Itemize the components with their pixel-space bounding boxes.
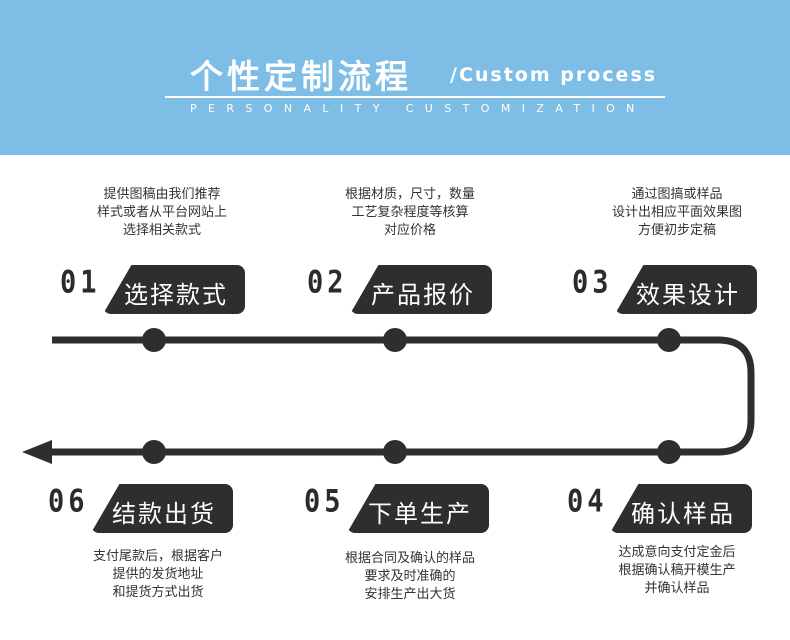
- step-2: 02 产品报价: [307, 265, 547, 315]
- step-4-description: 达成意向支付定金后 根据确认稿开模生产 并确认样品: [618, 545, 736, 596]
- step-4-tag: [610, 484, 752, 533]
- page-title-english: /Custom process: [450, 64, 658, 86]
- flow-node-3: [657, 328, 681, 352]
- step-1: 01 选择款式: [60, 265, 300, 315]
- step-5-number: 05: [304, 484, 345, 520]
- step-2-description: 根据材质，尺寸，数量 工艺复杂程度等核算 对应价格: [344, 187, 475, 238]
- step-1-label: 选择款式: [124, 281, 228, 309]
- flow-path: [40, 336, 755, 456]
- flow-node-6: [142, 440, 166, 464]
- step-6-description: 支付尾款后，根据客户 提供的发货地址 和提货方式出货: [92, 549, 223, 600]
- page-subtitle: PERSONALITY CUSTOMIZATION: [190, 102, 646, 115]
- flow-node-2: [383, 328, 407, 352]
- flow-node-4: [657, 440, 681, 464]
- step-6-number: 06: [48, 484, 89, 520]
- flow-arrow-head: [22, 440, 52, 464]
- page-title: 个性定制流程: [190, 57, 412, 96]
- step-4-label: 确认样品: [631, 500, 735, 528]
- step-3-label: 效果设计: [636, 281, 740, 309]
- step-1-number: 01: [60, 265, 101, 301]
- header-banner: [0, 0, 790, 155]
- step-6: 06 结款出货: [48, 484, 288, 534]
- step-6-label: 结款出货: [112, 500, 216, 528]
- step-5-label: 下单生产: [368, 500, 472, 528]
- flow-node-1: [142, 328, 166, 352]
- step-5-description: 根据合同及确认的样品 要求及时准确的 安排生产出大货: [344, 551, 475, 602]
- step-3-number: 03: [572, 265, 613, 301]
- step-1-description: 提供图稿由我们推荐 样式或者从平台网站上 选择相关款式: [96, 187, 227, 238]
- step-3: 03 效果设计: [572, 265, 790, 315]
- step-3-description: 通过图搞或样品 设计出相应平面效果图 方便初步定稿: [611, 187, 742, 238]
- step-5: 05 下单生产: [304, 484, 544, 534]
- step-4-number: 04: [567, 484, 608, 520]
- step-4: 04 确认样品: [567, 484, 790, 534]
- step-2-label: 产品报价: [371, 281, 475, 309]
- step-3-tag: [615, 265, 757, 314]
- flow-node-5: [383, 440, 407, 464]
- title-divider: [165, 96, 665, 98]
- step-2-number: 02: [307, 265, 348, 301]
